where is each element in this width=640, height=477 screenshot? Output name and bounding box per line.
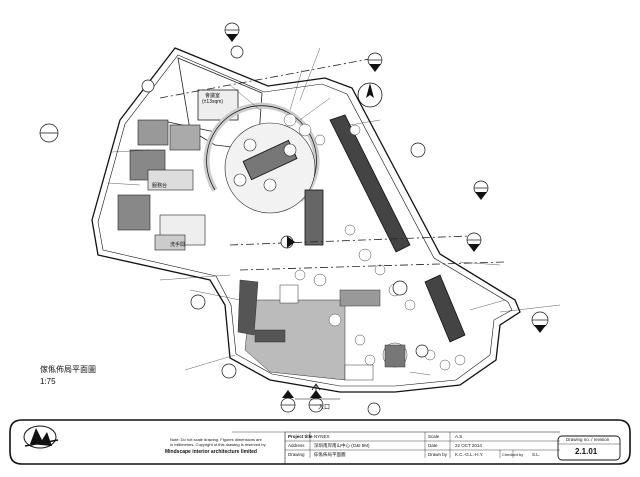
furniture-stools xyxy=(283,113,466,371)
title-block-frame xyxy=(9,419,631,465)
address-value: 深圳南岸南山中心 (G&I 5M) xyxy=(314,443,370,448)
long-counter xyxy=(304,114,466,343)
drawn-value: K.C.-G.L.-H.Y. xyxy=(455,452,484,457)
drawn-label: Drawn by xyxy=(428,452,448,457)
meeting-area-label: (±13sqm) xyxy=(202,99,224,105)
north-arrow xyxy=(357,82,383,108)
drawing-value: 傢俬佈局平面圖 xyxy=(314,452,346,457)
date-label: Date xyxy=(428,443,438,448)
project-title-value: NYNEX xyxy=(314,434,330,439)
entrance-label: 入口 xyxy=(318,405,331,411)
leader-lines xyxy=(107,47,561,376)
title-block-note-2: in millimetres. Copyright of this drawin… xyxy=(170,442,266,447)
toilet-label: 洗手間 xyxy=(170,242,186,248)
drawing-number-label: Drawing no. / revision xyxy=(566,437,610,442)
company-name: Mindscape interior architecture limited xyxy=(165,449,257,455)
drawing-scale: 1:75 xyxy=(40,377,56,386)
section-callouts xyxy=(39,22,549,416)
title-block-note: Note: Do not scale drawing. Figures dime… xyxy=(170,437,262,442)
service-counter-label: 服務台 xyxy=(152,183,168,189)
company-logo xyxy=(23,425,59,449)
checked-label: Checked by xyxy=(502,452,524,457)
date-value: 22 OCT 2014 xyxy=(455,443,482,448)
drawing-title: 傢俬佈局平面圖 xyxy=(40,365,96,374)
open-office xyxy=(237,279,408,381)
drawing-number-value: 2.1.01 xyxy=(575,447,598,456)
building-outline xyxy=(91,47,521,393)
drawing-label: Drawing xyxy=(288,452,305,457)
grid-lines xyxy=(159,57,506,271)
round-pod xyxy=(203,102,320,214)
checked-value: S.L. xyxy=(532,452,541,457)
project-title-label: Project title xyxy=(288,434,313,439)
meeting-room-label: 會議室 xyxy=(205,93,221,99)
address-label: Address xyxy=(288,443,305,448)
entrance-arrow xyxy=(295,383,340,400)
toilet-block xyxy=(117,119,206,251)
scale-value: A.S. xyxy=(455,434,464,439)
scale-label: Scale xyxy=(428,434,440,439)
callout-pointers xyxy=(226,34,546,398)
